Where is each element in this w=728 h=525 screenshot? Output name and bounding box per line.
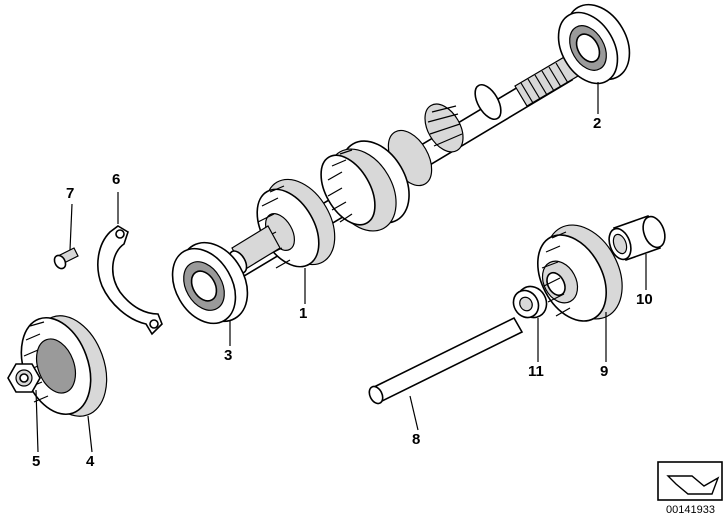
leader-lines (35, 82, 647, 453)
callout-8: 8 (412, 431, 421, 448)
callout-2: 2 (593, 115, 602, 132)
retaining-plate-drawing (97, 225, 163, 336)
callout-5: 5 (32, 453, 41, 470)
spacer-drawing (512, 285, 548, 319)
callout-7: 7 (66, 185, 75, 202)
bearing-right-drawing (557, 3, 631, 85)
bearing-left-drawing (171, 241, 249, 325)
callout-4: 4 (86, 453, 95, 470)
needle-bearing-drawing (608, 214, 666, 262)
diagram-reference-number: 00141933 (666, 504, 715, 516)
callout-9: 9 (600, 363, 609, 380)
callout-3: 3 (224, 347, 233, 364)
callout-11: 11 (528, 363, 544, 380)
helical-gear-drawing (20, 315, 108, 417)
idler-shaft-drawing (368, 316, 524, 405)
callout-10: 10 (636, 291, 653, 308)
callout-6: 6 (112, 171, 121, 188)
hex-nut-drawing (7, 363, 41, 393)
callout-1: 1 (299, 305, 308, 322)
exploded-view-arrow-icon (657, 461, 723, 501)
idler-gear-drawing (537, 224, 623, 322)
main-shaft-drawing (228, 55, 579, 278)
screw-drawing (53, 247, 79, 270)
